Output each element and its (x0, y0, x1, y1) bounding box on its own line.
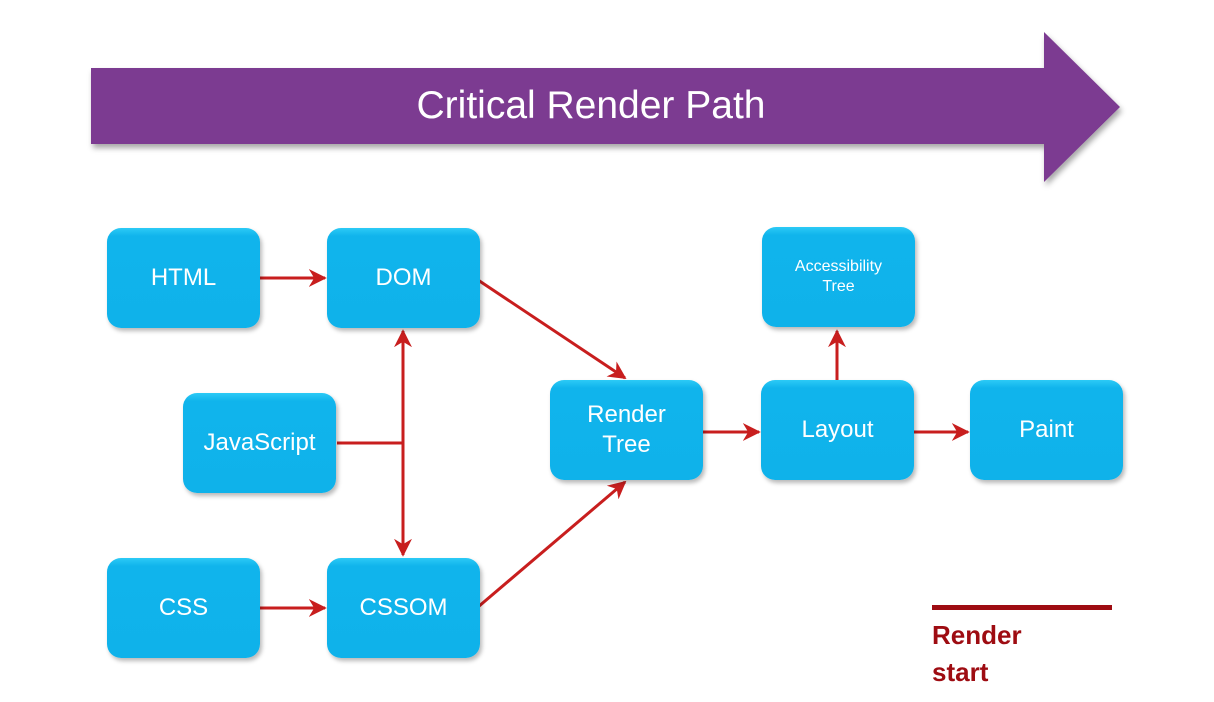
node-layout: Layout (761, 380, 914, 480)
node-paint-label: Paint (1019, 416, 1074, 443)
node-html: HTML (107, 228, 260, 328)
legend-line1: Render (932, 620, 1022, 650)
legend-render-start-label: Render start (932, 617, 1022, 691)
node-javascript-label: JavaScript (203, 429, 316, 456)
edge-dom-rendertree (477, 278, 627, 380)
node-dom-label: DOM (375, 264, 432, 291)
node-cssom: CSSOM (327, 558, 480, 658)
node-dom: DOM (327, 228, 480, 328)
node-paint: Paint (970, 380, 1123, 480)
node-css: CSS (107, 558, 260, 658)
node-accessibility-tree-line1: Accessibility (794, 258, 883, 275)
node-html-label: HTML (150, 264, 217, 291)
node-layout-label: Layout (801, 416, 874, 443)
banner-title: Critical Render Path (416, 84, 766, 127)
legend-render-start-line (932, 605, 1112, 610)
banner-arrow (91, 32, 1120, 182)
node-render-tree: Render Tree (550, 380, 703, 480)
node-render-tree-line1: Render (587, 401, 666, 428)
node-javascript: JavaScript (183, 393, 336, 493)
node-accessibility-tree-line2: Tree (822, 278, 855, 295)
node-css-label: CSS (158, 594, 209, 621)
edge-cssom-rendertree (477, 480, 627, 609)
node-accessibility-tree: Accessibility Tree (762, 227, 915, 327)
node-render-tree-line2: Tree (602, 431, 651, 458)
node-cssom-label: CSSOM (359, 594, 448, 621)
legend-line2: start (932, 657, 989, 687)
